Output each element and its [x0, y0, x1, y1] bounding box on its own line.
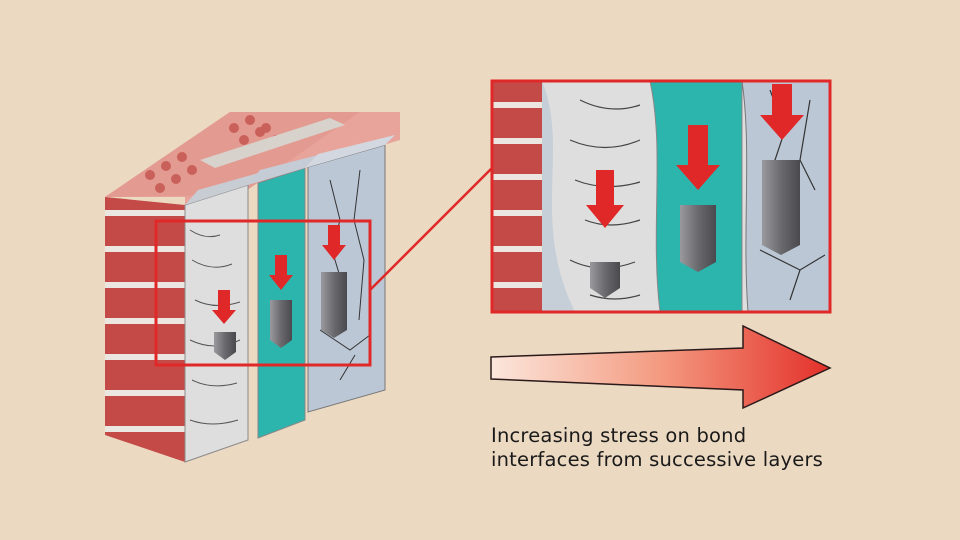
- zoom-highlight-box: [154, 219, 372, 367]
- caption-line-1: Increasing stress on bond: [491, 424, 747, 447]
- render-layer: [184, 184, 249, 463]
- inset-border: [490, 79, 832, 314]
- brick-face: [105, 197, 185, 462]
- inset-teal-layer: [649, 80, 743, 313]
- load-weights-small: [212, 225, 347, 360]
- connector-line: [369, 167, 493, 291]
- caption: Increasing stress on bond interfaces fro…: [491, 424, 823, 472]
- inset-brick: [492, 81, 542, 312]
- zoomed-inset: [490, 79, 832, 314]
- caption-line-2: interfaces from successive layers: [491, 448, 824, 471]
- wall-model: [105, 112, 400, 463]
- increasing-stress-arrow: [490, 324, 832, 410]
